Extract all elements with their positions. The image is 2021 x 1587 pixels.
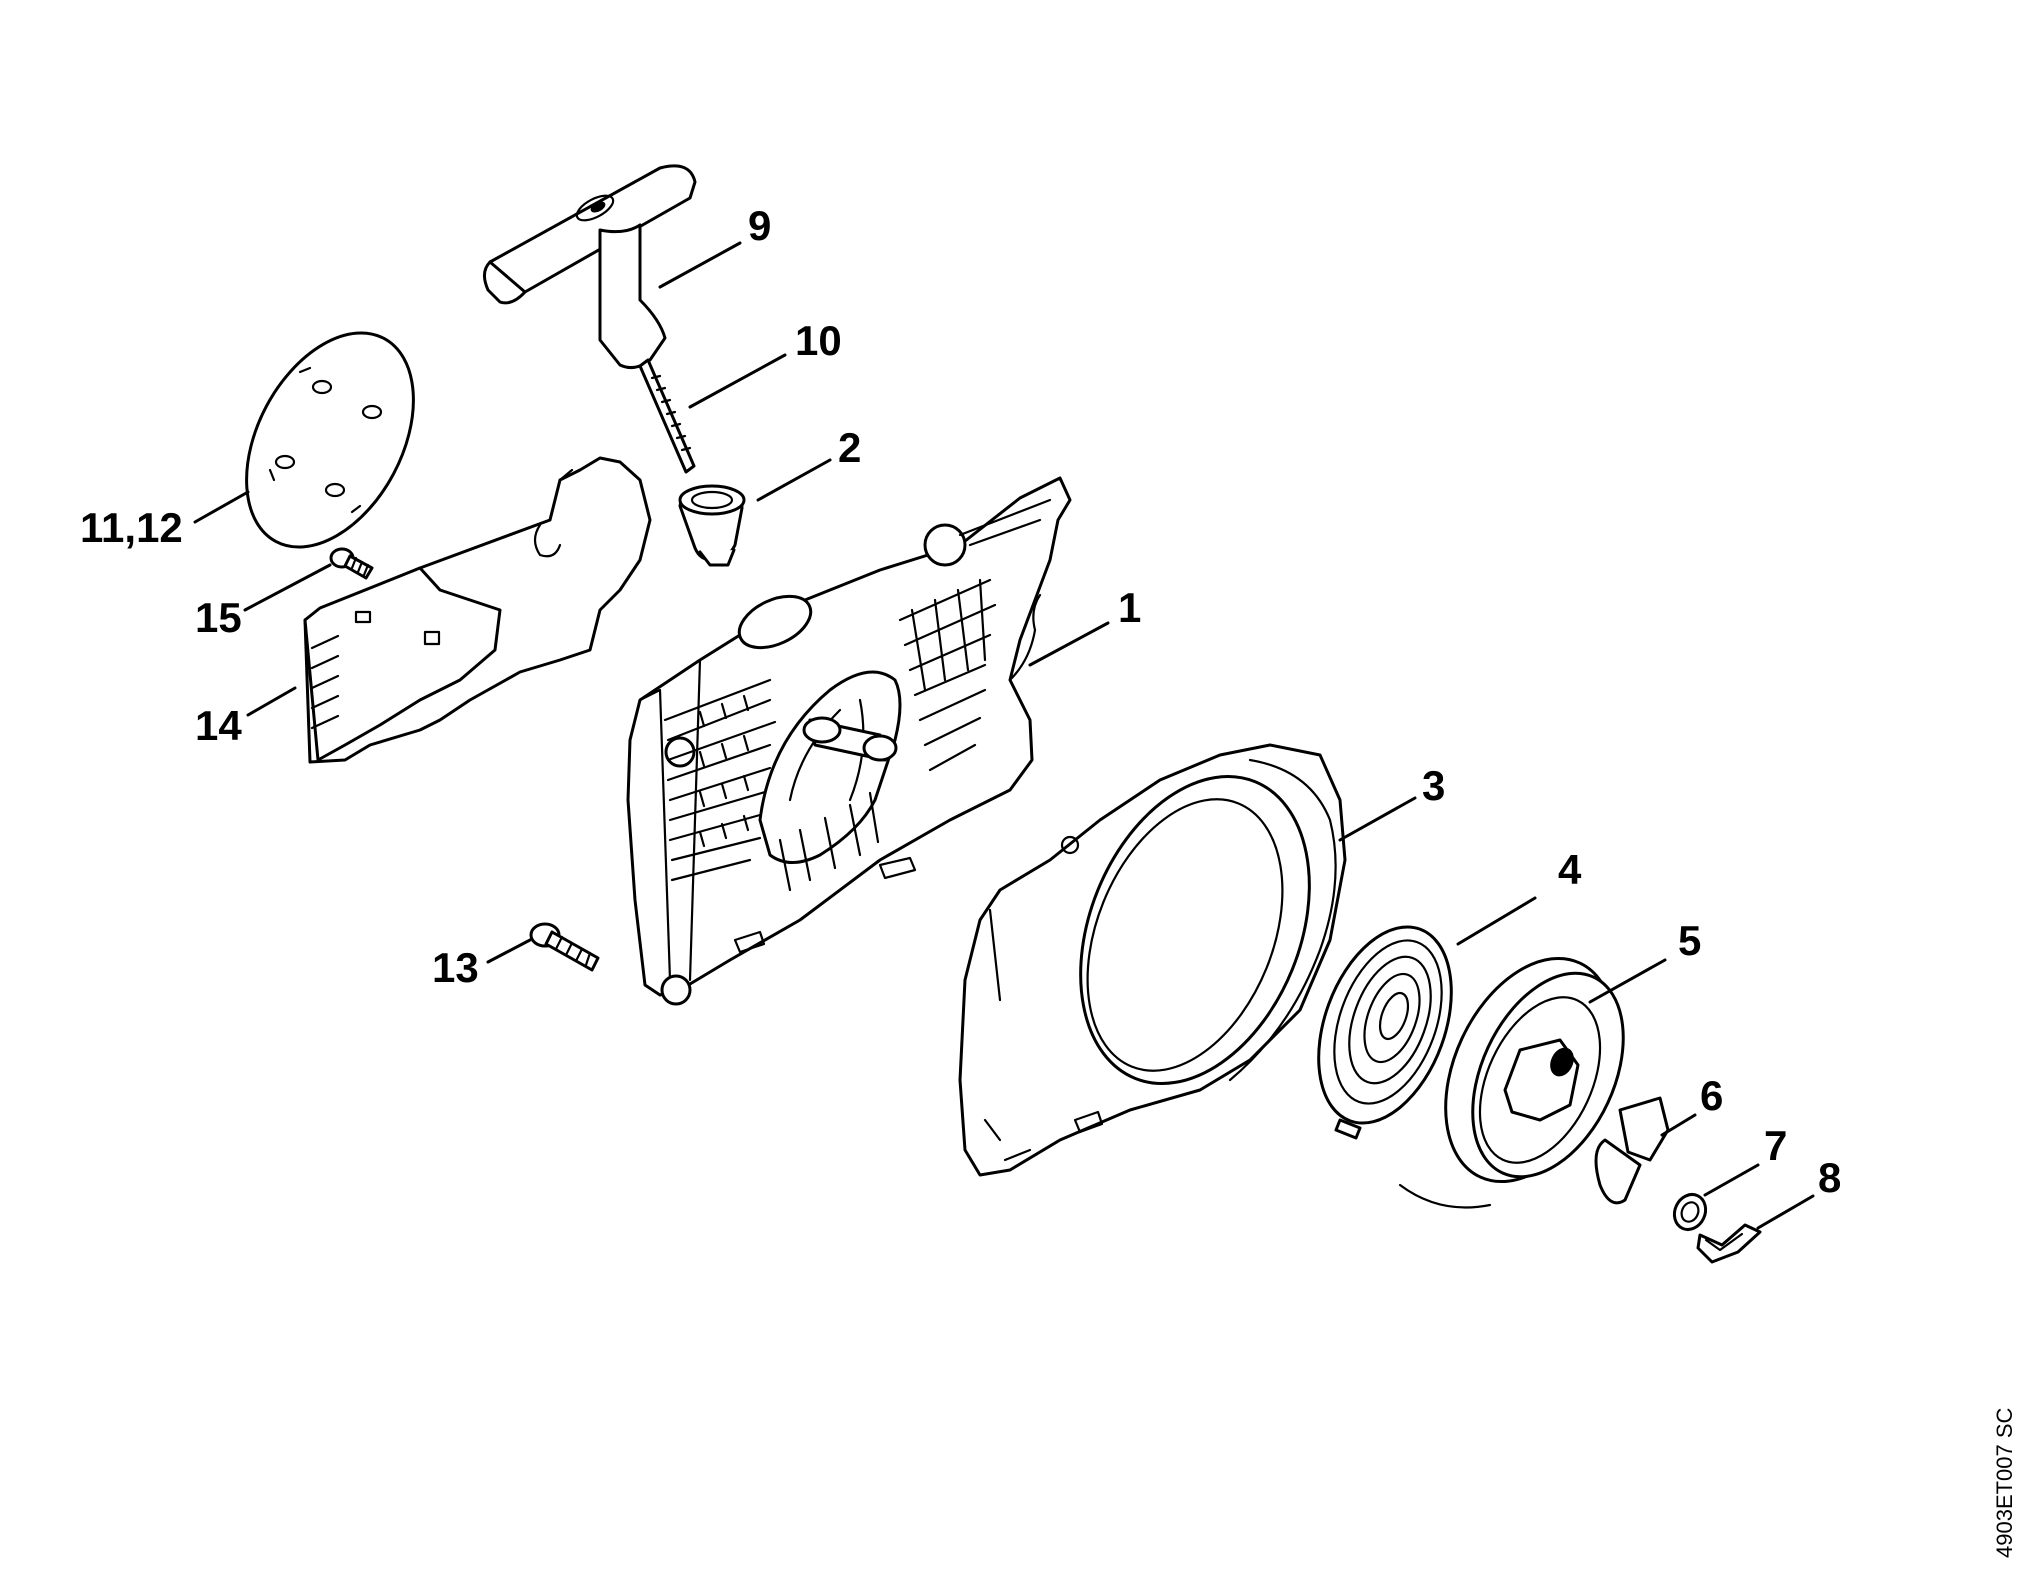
leader-10 [688, 353, 787, 409]
cover-part[interactable] [303, 456, 652, 764]
leader-9 [658, 241, 742, 289]
leader-15 [243, 563, 332, 612]
plate-part[interactable] [212, 305, 447, 576]
leader-4 [1456, 896, 1537, 946]
leader-8 [1756, 1194, 1815, 1230]
spring-housing-part[interactable] [958, 742, 1352, 1177]
rope-guide-bush-part[interactable] [678, 484, 746, 567]
screw-housing-part[interactable] [529, 922, 600, 972]
callout-3: 3 [1422, 762, 1445, 809]
screw-cover-part[interactable] [329, 547, 374, 580]
spring-clip-part[interactable] [1696, 1223, 1762, 1264]
callout-11-12: 11,12 [80, 504, 183, 551]
callout-15: 15 [195, 594, 242, 641]
callout-5: 5 [1678, 917, 1701, 964]
leader-3 [1338, 796, 1417, 842]
leader-13 [486, 938, 532, 964]
callout-8: 8 [1818, 1154, 1841, 1201]
leader-1 [1028, 621, 1110, 667]
pawl-part[interactable] [1594, 1096, 1670, 1205]
leader-5 [1588, 958, 1667, 1004]
leader-7 [1703, 1163, 1760, 1197]
leader-2 [756, 458, 832, 502]
callout-14: 14 [195, 702, 242, 749]
rope-rotor-part[interactable] [1398, 931, 1653, 1209]
fan-housing-part[interactable] [626, 476, 1072, 1006]
callout-10: 10 [795, 317, 842, 364]
callout-9: 9 [748, 202, 771, 249]
callout-1: 1 [1118, 584, 1141, 631]
reference-code: 4903ET007 SC [1992, 1407, 2017, 1558]
callout-4: 4 [1558, 846, 1582, 893]
rewind-spring-part[interactable] [1294, 909, 1477, 1142]
callout-6: 6 [1700, 1072, 1723, 1119]
starter-grip-part[interactable] [483, 164, 697, 370]
starter-rope-part[interactable] [638, 358, 696, 474]
callout-13: 13 [432, 944, 479, 991]
leader-11-12 [193, 490, 250, 524]
leader-14 [246, 686, 297, 717]
washer-part[interactable] [1669, 1189, 1711, 1234]
callout-7: 7 [1764, 1122, 1787, 1169]
leader-6 [1660, 1113, 1697, 1137]
callout-2: 2 [838, 424, 861, 471]
